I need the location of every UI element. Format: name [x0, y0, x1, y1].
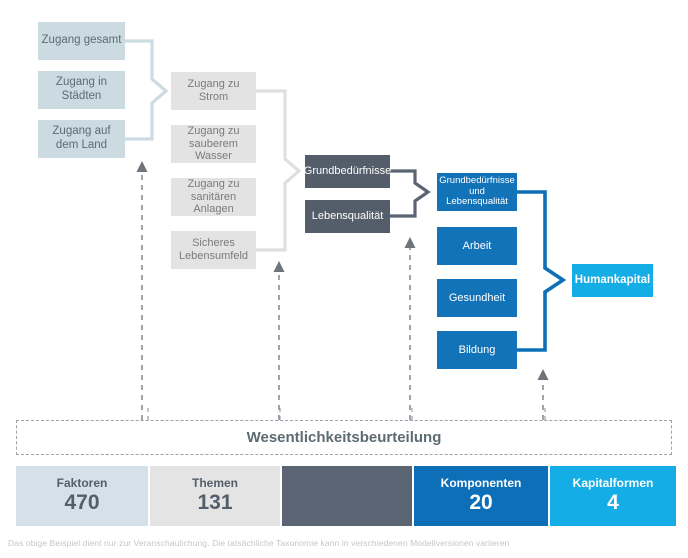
stat-komponenten-label: Komponenten — [440, 475, 522, 490]
node-arbeit[interactable]: Arbeit — [437, 227, 517, 265]
node-sicheres-lebensumfeld[interactable]: Sicheres Lebensumfeld — [171, 231, 256, 269]
bracket-topics-to-subcomponents — [256, 89, 302, 252]
materiality-arrow-head-4 — [537, 369, 549, 380]
node-bildung[interactable]: Bildung — [437, 331, 517, 369]
stat-komponenten-value: 20 — [469, 491, 493, 515]
stat-komponenten[interactable]: Komponenten 20 — [414, 466, 548, 526]
stat-faktoren-label: Faktoren — [56, 475, 108, 490]
stat-unlabeled[interactable] — [282, 466, 412, 526]
materiality-arrow-head-1 — [136, 161, 148, 172]
stat-faktoren[interactable]: Faktoren 470 — [16, 466, 148, 526]
node-zugang-in-staedten[interactable]: Zugang in Städten — [38, 71, 125, 109]
materiality-arrow-head-2 — [273, 261, 285, 272]
stat-faktoren-value: 470 — [64, 491, 100, 515]
footnote-text: Das obige Beispiel dient nur zur Veransc… — [8, 538, 510, 548]
stat-themen-label: Themen — [191, 475, 238, 490]
summary-stat-bar: Faktoren 470 Themen 131 Komponenten 20 K… — [16, 466, 676, 526]
node-lebensqualitaet[interactable]: Lebensqualität — [305, 200, 390, 233]
materiality-assessment-band: Wesentlichkeitsbeurteilung — [16, 420, 672, 455]
bracket-subcomponents-to-components — [390, 169, 431, 218]
node-grundbeduerfnisse-und-lebensqualitaet[interactable]: Grundbedürfnisse und Lebensqualität — [437, 173, 517, 211]
node-zugang-zu-sauberem-wasser[interactable]: Zugang zu sauberem Wasser — [171, 125, 256, 163]
stat-themen-value: 131 — [197, 491, 233, 515]
node-zugang-auf-dem-land[interactable]: Zugang auf dem Land — [38, 120, 125, 158]
materiality-arrow-head-3 — [404, 237, 416, 248]
materiality-label: Wesentlichkeitsbeurteilung — [246, 429, 442, 446]
node-zugang-gesamt[interactable]: Zugang gesamt — [38, 22, 125, 60]
node-grundbeduerfnisse[interactable]: Grundbedürfnisse — [304, 155, 391, 188]
stat-kapitalformen-value: 4 — [607, 491, 619, 515]
stat-kapitalformen[interactable]: Kapitalformen 4 — [550, 466, 676, 526]
bracket-components-to-capital — [517, 190, 567, 352]
stat-kapitalformen-label: Kapitalformen — [572, 475, 654, 490]
node-gesundheit[interactable]: Gesundheit — [437, 279, 517, 317]
node-zugang-zu-sanitaeren-anlagen[interactable]: Zugang zu sanitären Anlagen — [171, 178, 256, 216]
bracket-factors-to-topics — [125, 39, 169, 141]
stat-themen[interactable]: Themen 131 — [150, 466, 280, 526]
node-humankapital[interactable]: Humankapital — [572, 264, 653, 297]
node-zugang-zu-strom[interactable]: Zugang zu Strom — [171, 72, 256, 110]
